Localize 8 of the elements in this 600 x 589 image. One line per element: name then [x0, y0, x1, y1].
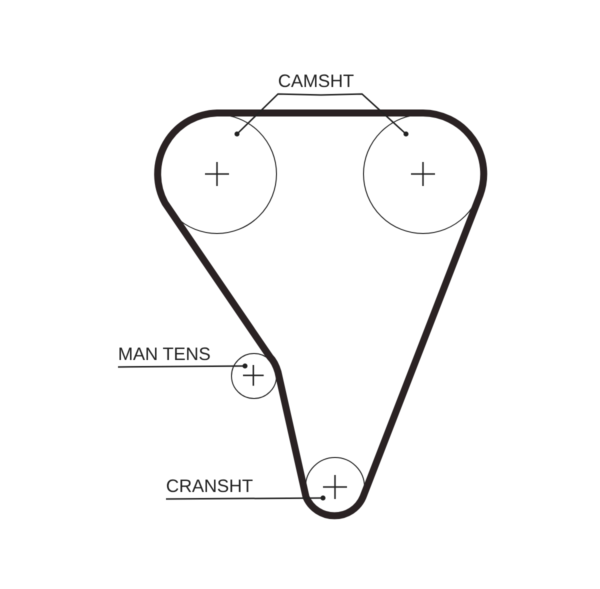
- leader-line: [166, 496, 326, 500]
- part-label: CAMSHT: [278, 71, 354, 91]
- leader-line: [234, 93, 322, 136]
- part-label: MAN TENS: [118, 344, 211, 364]
- leader-line: [118, 364, 248, 368]
- pulley: [231, 353, 277, 399]
- part-label: CRANSHT: [166, 476, 254, 496]
- leader-line: [320, 93, 408, 136]
